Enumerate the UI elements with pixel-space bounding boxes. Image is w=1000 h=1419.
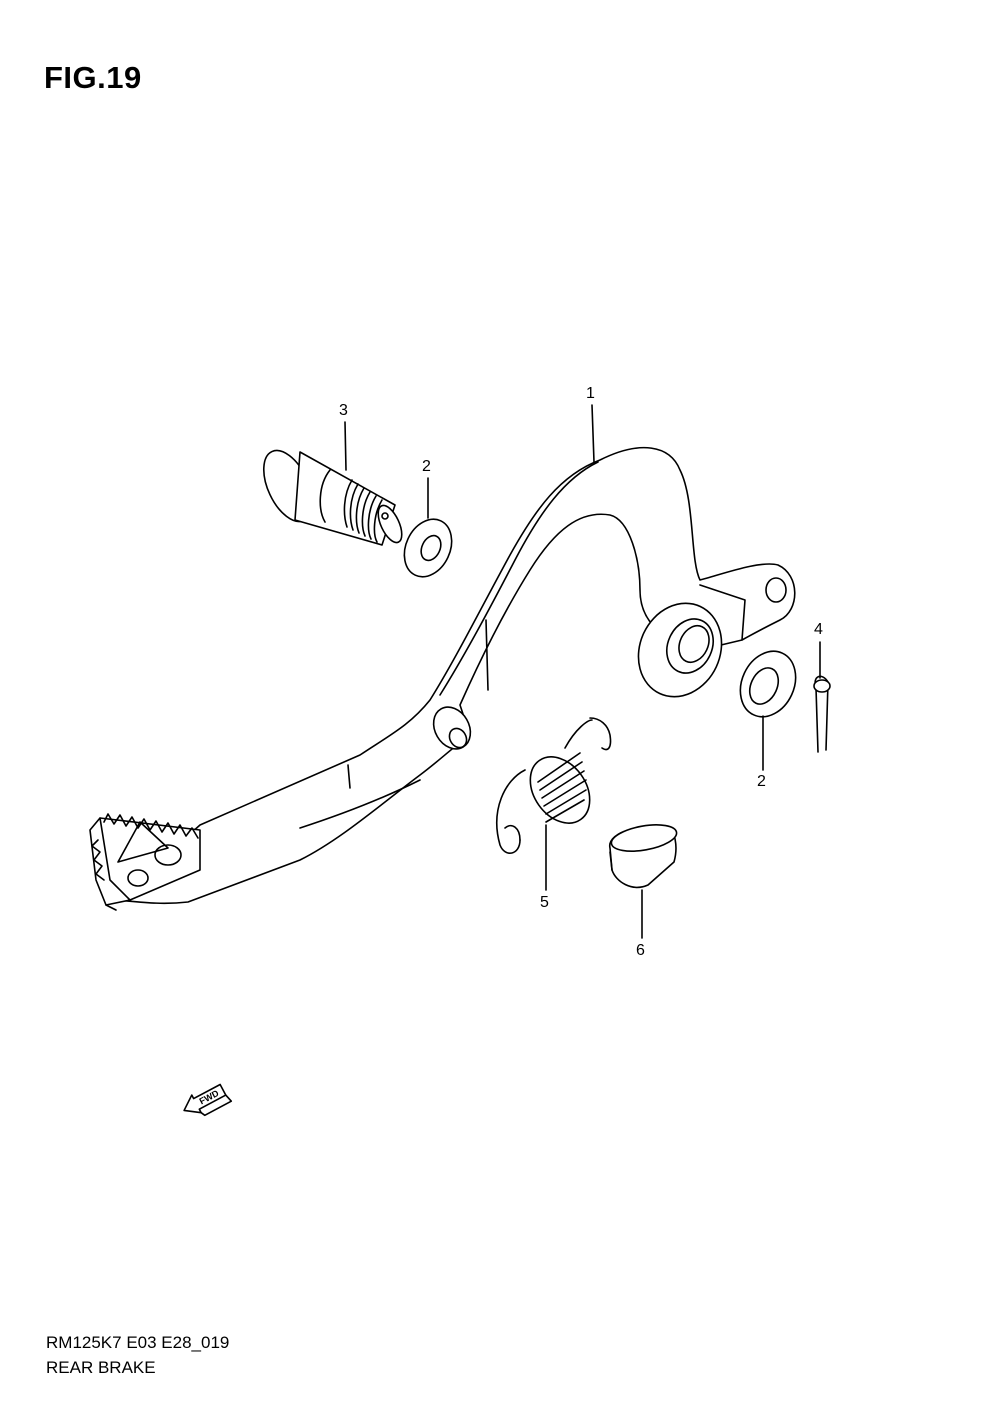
washer-lower-part[interactable] bbox=[730, 642, 806, 726]
bushing-collar-part[interactable] bbox=[608, 820, 678, 889]
callout-3: 3 bbox=[339, 402, 348, 419]
cotter-pin-part[interactable] bbox=[813, 675, 831, 753]
callout-1: 1 bbox=[586, 385, 595, 402]
forward-arrow-icon: FWD bbox=[183, 1083, 233, 1117]
callout-2-upper: 2 bbox=[422, 458, 431, 475]
brake-pedal-part[interactable] bbox=[89, 446, 796, 911]
pivot-bolt-part[interactable] bbox=[254, 443, 407, 546]
model-code: RM125K7 E03 E28_019 bbox=[46, 1333, 230, 1352]
figure-title: FIG.19 bbox=[44, 60, 142, 95]
callout-5: 5 bbox=[540, 894, 549, 911]
leader-lines bbox=[344, 404, 821, 939]
callout-6: 6 bbox=[636, 942, 645, 959]
callout-4: 4 bbox=[814, 621, 823, 638]
section-name: REAR BRAKE bbox=[46, 1358, 156, 1377]
callout-2-lower: 2 bbox=[757, 773, 766, 790]
washer-upper-part[interactable] bbox=[395, 512, 460, 585]
return-spring-part[interactable] bbox=[496, 717, 612, 854]
